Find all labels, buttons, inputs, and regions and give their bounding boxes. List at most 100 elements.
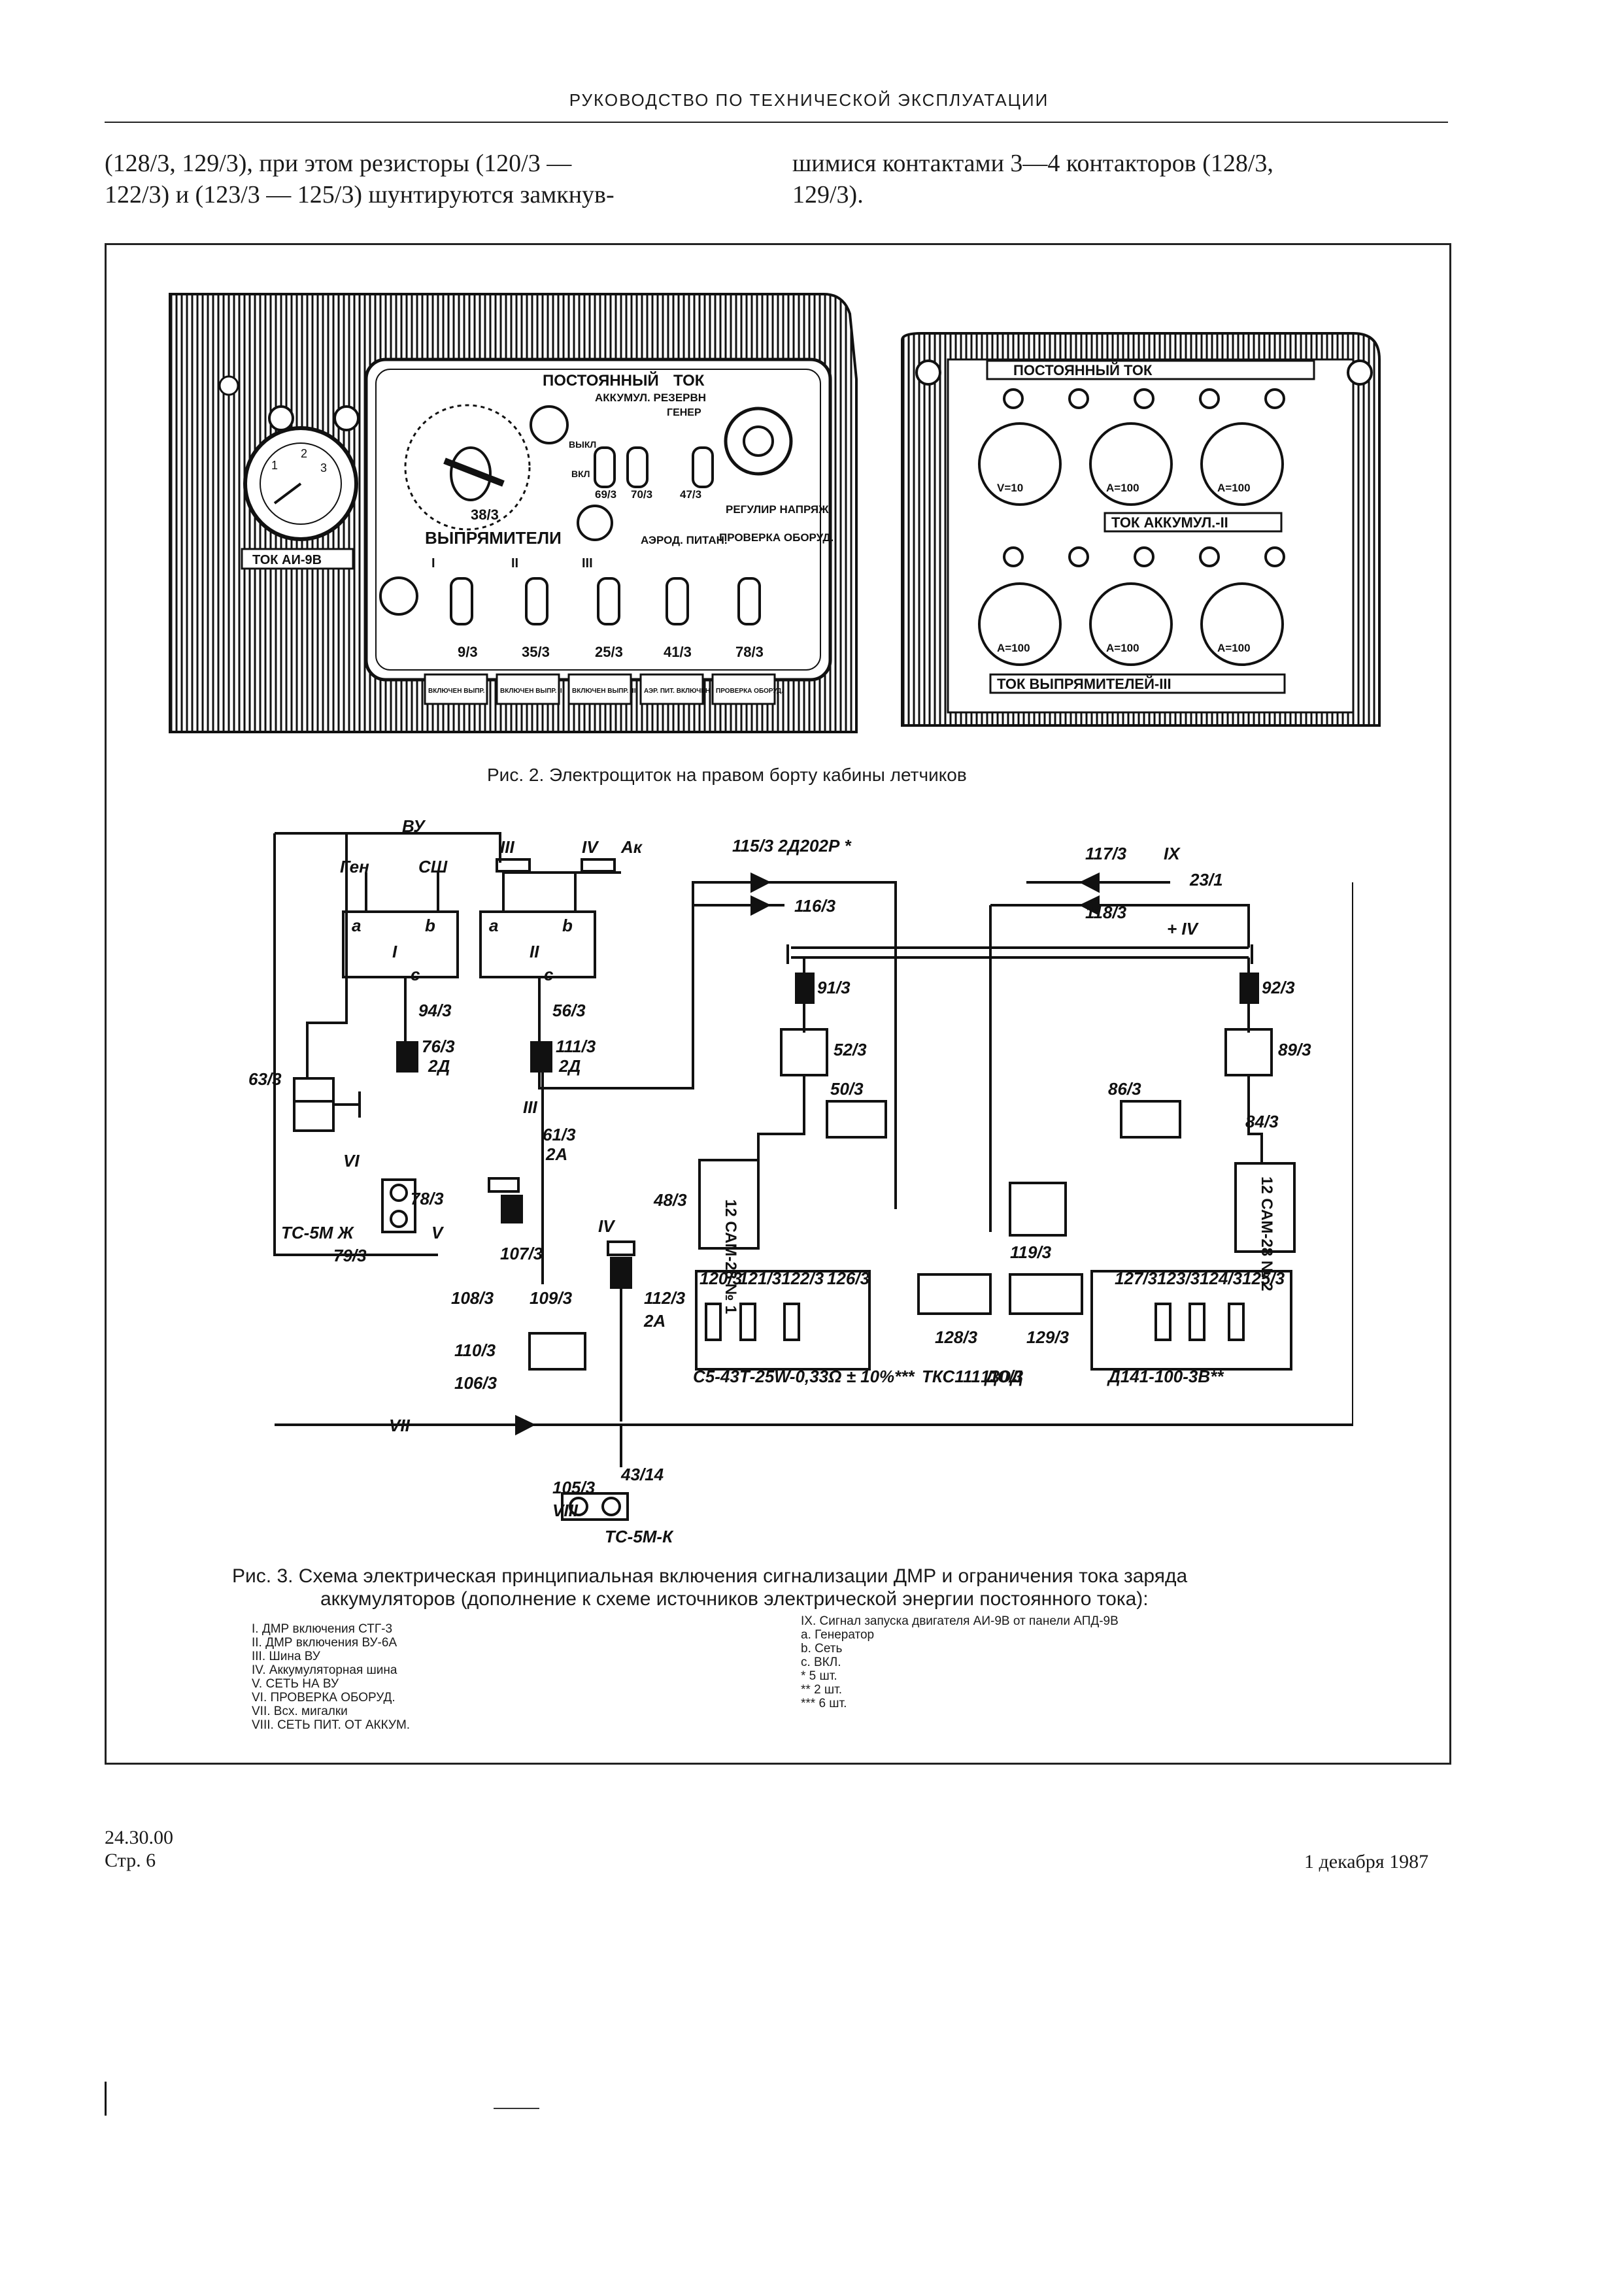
s-l50: 50/3: [830, 1079, 864, 1099]
body-col2-line2: 129/3).: [792, 181, 864, 208]
lp-bottom-41: 41/3: [664, 644, 692, 660]
lp-top-47: 47/3: [680, 488, 701, 501]
rp-m5: A=100: [1106, 642, 1139, 654]
body-col1-line2: 122/3) и (123/3 — 125/3) шунтируются зам…: [105, 181, 615, 208]
s-c5: С5-43Т-25W-0,33Ω ± 10%***: [693, 1367, 915, 1386]
s-l110: 110/3: [454, 1340, 496, 1360]
s-l130: 130/3: [981, 1367, 1024, 1386]
s-l89: 89/3: [1278, 1040, 1311, 1059]
s-r125: 125/3: [1242, 1269, 1285, 1288]
s-dmr2: II: [530, 942, 539, 961]
legend-item: a. Генератор: [801, 1628, 875, 1642]
s-l2d1: 2Д: [428, 1056, 450, 1076]
figure-2-caption: Рис. 2. Электрощиток на правом борту каб…: [487, 765, 967, 785]
lp-roman-2: II: [511, 556, 518, 571]
lp-title2: ТОК: [673, 372, 705, 390]
s-l48: 48/3: [653, 1190, 687, 1210]
s-ts5mk: ТС-5М-К: [605, 1527, 674, 1546]
s-l108: 108/3: [451, 1288, 494, 1308]
s-vi: VI: [343, 1151, 360, 1171]
s-c23: 23/1: [1189, 870, 1223, 890]
legend-item: * 5 шт.: [801, 1669, 837, 1683]
figure-2-panels: 1 23 ТОК АИ-9В ПОСТОЯННЫЙ ТОК АККУМУЛ. РЕ…: [169, 293, 1381, 733]
s-l111: 111/3: [556, 1037, 596, 1056]
s-d118: 118/3: [1085, 903, 1127, 922]
s-r120: 120/3: [699, 1269, 743, 1288]
rp-m4: A=100: [997, 642, 1030, 654]
legend-item: b. Сеть: [801, 1642, 843, 1655]
s-tks: ТКС111 ДОД: [922, 1367, 1023, 1386]
meter-label: ТОК АИ-9В: [252, 553, 322, 567]
legend-item: II. ДМР включения ВУ-6А: [252, 1636, 397, 1650]
s-l52: 52/3: [834, 1040, 867, 1059]
s-l129: 129/3: [1026, 1327, 1070, 1347]
s-l86: 86/3: [1108, 1079, 1141, 1099]
s-l76: 76/3: [422, 1037, 455, 1056]
s-ix: IX: [1164, 844, 1181, 863]
s-l107: 107/3: [500, 1244, 543, 1263]
lp-bottom-9: 9/3: [458, 644, 478, 660]
legend-item: V. СЕТЬ НА ВУ: [252, 1677, 339, 1691]
legend-right: IX. Сигнал запуска двигателя АИ-9В от па…: [801, 1614, 1119, 1710]
legend-item: VII. Всх. мигалки: [252, 1705, 348, 1718]
lp-vkl: ВКЛ: [571, 469, 590, 479]
s-bat1: 12 САМ-28 № 1: [722, 1199, 739, 1314]
header-rule: [105, 122, 1448, 123]
legend-item: *** 6 шт.: [801, 1697, 847, 1710]
lp-gener: ГЕНЕР: [667, 407, 701, 418]
s-l84: 84/3: [1245, 1112, 1279, 1131]
svg-text:1: 1: [271, 459, 278, 472]
rp-m1: V=10: [997, 482, 1023, 494]
lp-dial-label: 38/3: [471, 507, 499, 523]
s-c2: c: [544, 965, 554, 984]
s-bus3b: III: [523, 1097, 537, 1117]
s-bat2: 12 САМ-28 № 2: [1258, 1176, 1275, 1291]
rp-top: ПОСТОЯННЫЙ ТОК: [1013, 362, 1153, 378]
s-viii: VIII: [552, 1501, 579, 1520]
s-l2a2: 2А: [643, 1311, 666, 1331]
s-l79: 79/3: [333, 1246, 367, 1265]
plate-5: ПРОВЕРКА ОБОРУД.: [716, 688, 783, 695]
s-l94: 94/3: [418, 1001, 452, 1020]
lp-top-70: 70/3: [631, 488, 652, 501]
s-l112: 112/3: [644, 1288, 686, 1308]
scan-mark: [105, 2082, 107, 2116]
s-bus3: III: [500, 837, 514, 857]
s-l2a1: 2А: [545, 1144, 567, 1164]
figure-3-schematic: ВУ III IV Ак Ген СШ I II a b c a b c 115…: [248, 820, 1353, 1546]
s-l56: 56/3: [552, 1001, 586, 1020]
figure-3-caption-1: Рис. 3. Схема электрическая принципиальн…: [232, 1565, 1188, 1587]
s-l43: 43/14: [620, 1465, 664, 1484]
s-r124: 124/3: [1200, 1269, 1243, 1288]
lp-aero: АЭРОД. ПИТАН.: [641, 534, 728, 546]
lp-title1: ПОСТОЯННЫЙ: [543, 371, 659, 390]
s-l92: 92/3: [1262, 978, 1295, 997]
legend-item: I. ДМР включения СТГ-3: [252, 1622, 393, 1636]
legend-item: VIII. СЕТЬ ПИТ. ОТ АККУМ.: [252, 1718, 411, 1732]
rp-bottom: ТОК ВЫПРЯМИТЕЛЕЙ-III: [997, 676, 1171, 692]
s-bus4: IV: [582, 837, 599, 857]
s-l109: 109/3: [530, 1288, 573, 1308]
rp-m3: A=100: [1217, 482, 1251, 494]
rp-m2: A=100: [1106, 482, 1139, 494]
lp-top-69: 69/3: [595, 488, 616, 501]
s-a1: a: [352, 916, 361, 935]
s-r122: 122/3: [781, 1269, 824, 1288]
legend-item: III. Шина ВУ: [252, 1650, 320, 1663]
s-p4: + IV: [1167, 919, 1200, 939]
s-d115: 115/3 2Д202Р *: [732, 836, 852, 856]
lp-roman-3: III: [582, 556, 593, 571]
s-vu: ВУ: [402, 820, 426, 836]
s-c1: c: [411, 965, 420, 984]
s-l106: 106/3: [454, 1373, 497, 1393]
s-l78: 78/3: [411, 1189, 444, 1208]
footer-date: 1 декабря 1987: [1304, 1851, 1429, 1872]
s-b2: b: [562, 916, 573, 935]
svg-text:2: 2: [301, 447, 307, 460]
legend-item: VI. ПРОВЕРКА ОБОРУД.: [252, 1691, 396, 1705]
lp-bottom-35: 35/3: [522, 644, 550, 660]
s-r126: 126/3: [827, 1269, 870, 1288]
lp-sub: АККУМУЛ. РЕЗЕРВН: [595, 391, 706, 404]
svg-text:3: 3: [320, 461, 327, 474]
s-vii: VII: [389, 1416, 411, 1435]
